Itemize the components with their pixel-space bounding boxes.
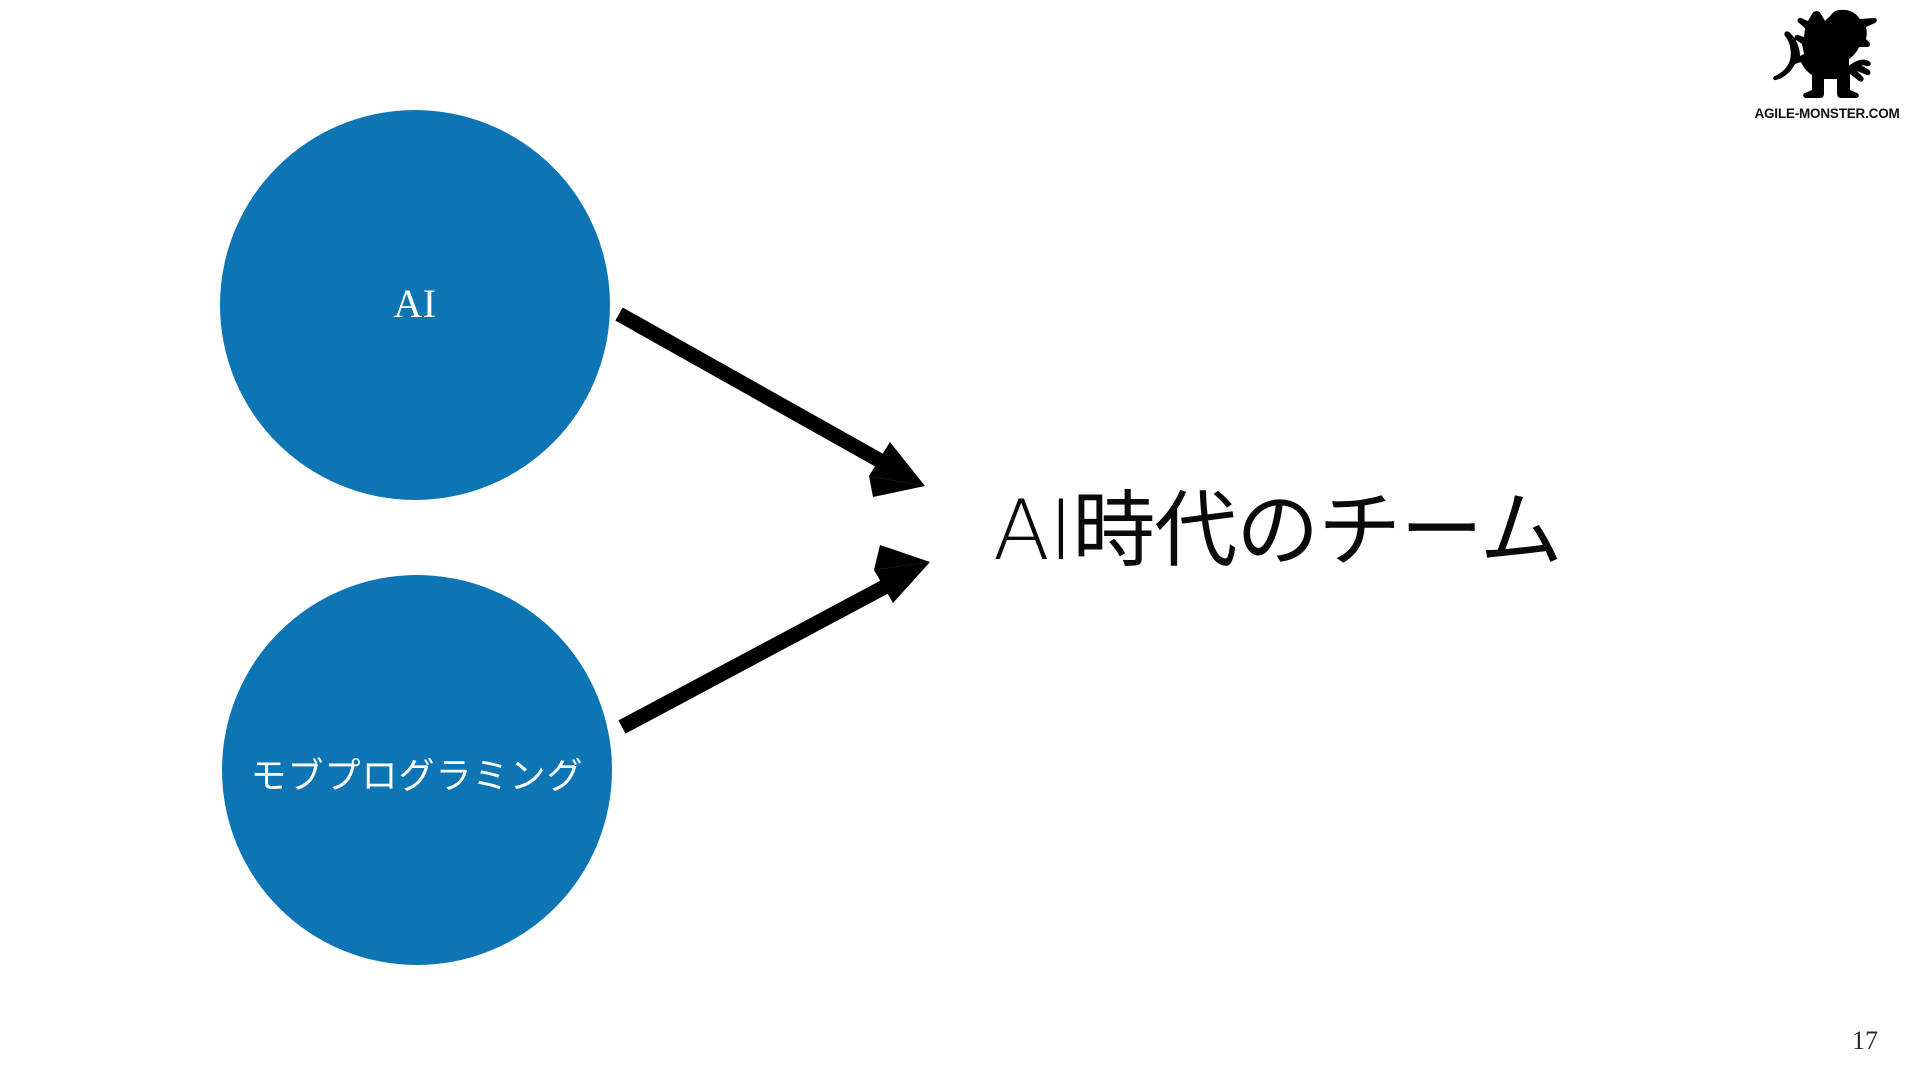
page-number: 17 bbox=[1852, 1026, 1878, 1055]
brand-logo-text: AGILE-MONSTER.COM bbox=[1754, 106, 1900, 121]
diagram-result-title: AI時代のチーム bbox=[993, 482, 1563, 579]
diagram-node-mob-programming-label: モブプログラミング bbox=[250, 756, 584, 798]
arrow-mob-to-result bbox=[618, 545, 930, 734]
diagram-node-ai-label: AI bbox=[393, 281, 437, 326]
diagram-node-ai[interactable]: AI bbox=[220, 110, 610, 500]
arrow-ai-to-result bbox=[615, 307, 925, 497]
brand-logo: AGILE-MONSTER.COM bbox=[1742, 6, 1912, 121]
godzilla-monster-icon bbox=[1773, 9, 1877, 99]
diagram-node-mob-programming[interactable]: モブプログラミング bbox=[222, 575, 612, 965]
